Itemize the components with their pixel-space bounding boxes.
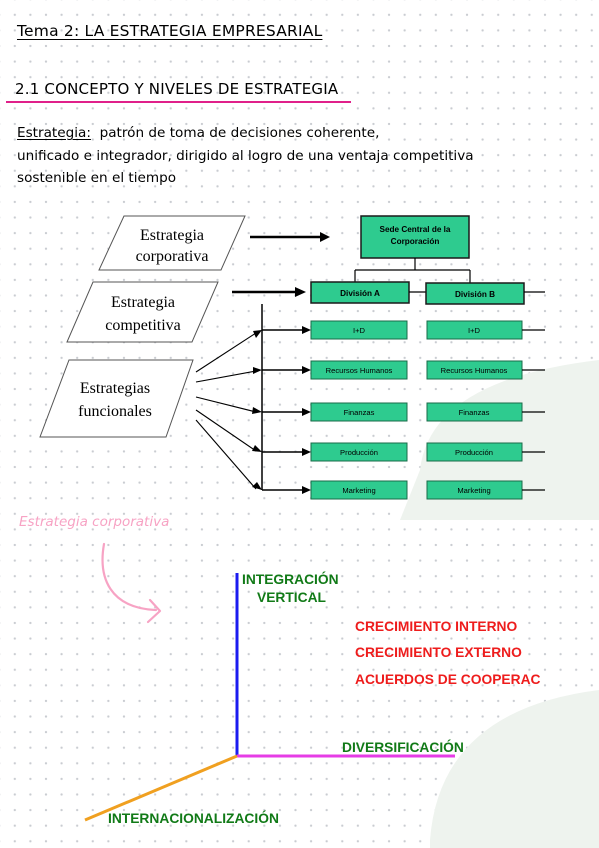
function-produccion-b: Producción [455, 448, 493, 457]
section-underline [6, 101, 351, 103]
division-a-label: División A [340, 289, 380, 298]
function-row-id: I+D I+D [262, 320, 545, 340]
integracion-label-2: VERTICAL [257, 590, 326, 605]
definition-line-2: unificado e integrador, dirigido al logr… [17, 147, 474, 164]
arrow-competitiva-head [295, 287, 306, 297]
funcionales-shape [39, 359, 194, 438]
strategy-levels-diagram: Estrategia corporativa Estrategia compet… [39, 215, 599, 520]
diversificacion-label: DIVERSIFICACIÓN [342, 738, 464, 755]
function-rrhh-b: Recursos Humanos [441, 366, 508, 375]
division-b-label: División B [455, 290, 495, 299]
funcionales-label-2: funcionales [78, 403, 152, 420]
competitiva-label-1: Estrategia [111, 294, 175, 311]
function-id-b: I+D [468, 326, 481, 335]
crecimiento-externo-label: CRECIMIENTO EXTERNO [355, 645, 522, 660]
function-row-rrhh: Recursos Humanos Recursos Humanos [262, 360, 545, 380]
arrow-corporativa-head [320, 232, 330, 242]
acuerdos-cooperacion-label: ACUERDOS DE COOPERAC [355, 672, 541, 687]
function-id-a: I+D [353, 326, 366, 335]
function-row-finanzas: Finanzas Finanzas [262, 402, 545, 422]
definition-line-3: sostenible en el tiempo [17, 170, 177, 186]
function-produccion-a: Producción [340, 448, 378, 457]
competitiva-label-2: competitiva [105, 317, 181, 334]
corporativa-shape [98, 215, 246, 271]
function-marketing-b: Marketing [457, 486, 490, 495]
definition-term: Estrategia: [17, 125, 91, 141]
corporativa-label-2: corporativa [136, 248, 209, 265]
growth-directions-diagram: INTEGRACIÓN VERTICAL CRECIMIENTO INTERNO… [84, 570, 599, 848]
function-finanzas-a: Finanzas [344, 408, 375, 417]
function-finanzas-b: Finanzas [459, 408, 490, 417]
crecimiento-interno-label: CRECIMIENTO INTERNO [355, 619, 518, 634]
function-row-produccion: Producción Producción [262, 442, 545, 462]
internacionalizacion-label: INTERNACIONALIZACIÓN [108, 809, 279, 826]
definition-line-1: Estrategia: patrón de toma de decisiones… [17, 122, 474, 145]
page-title: Tema 2: LA ESTRATEGIA EMPRESARIAL [17, 22, 323, 40]
definition-block: Estrategia: patrón de toma de decisiones… [17, 122, 474, 190]
competitiva-shape [66, 281, 219, 343]
headquarters-label-2: Corporación [391, 237, 440, 246]
corporativa-label-1: Estrategia [140, 227, 204, 244]
definition-text-1: patrón de toma de decisiones coherente, [90, 125, 380, 141]
note-arrow [101, 542, 162, 624]
axis-diagonal [84, 754, 238, 822]
function-rrhh-a: Recursos Humanos [326, 366, 393, 375]
funcionales-label-1: Estrategias [80, 380, 150, 397]
handwritten-note: Estrategia corporativa [19, 514, 170, 530]
integracion-label-1: INTEGRACIÓN [242, 570, 339, 587]
function-row-marketing: Marketing Marketing [262, 480, 545, 500]
division-b-box [425, 282, 525, 305]
function-marketing-a: Marketing [342, 486, 375, 495]
funcionales-fan-lines [195, 332, 257, 490]
section-heading: 2.1 CONCEPTO Y NIVELES DE ESTRATEGIA [15, 80, 339, 98]
funcionales-fan-arrowheads [252, 330, 262, 490]
watermark-arc-top [400, 360, 599, 520]
watermark-arc-bottom [430, 690, 599, 848]
headquarters-label-1: Sede Central de la [380, 225, 451, 234]
